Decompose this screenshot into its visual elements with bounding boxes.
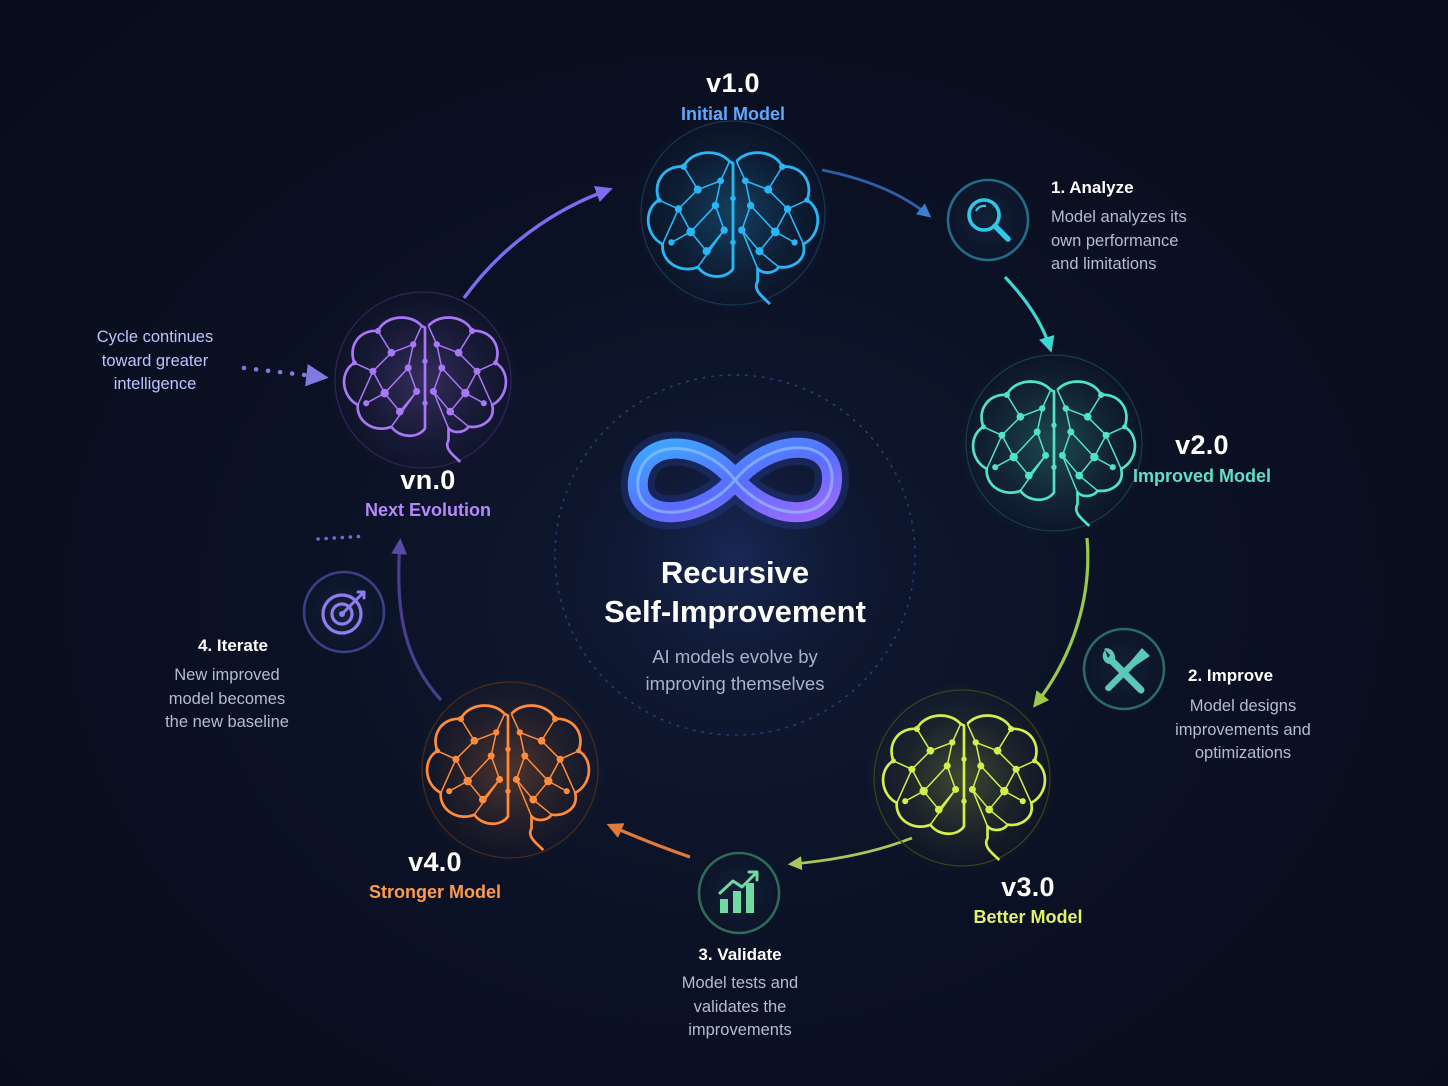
step-improve-line: optimizations xyxy=(1194,744,1292,762)
step-improve-line: Model designs xyxy=(1189,697,1297,715)
step-validate-description: Model tests and validates the improvemen… xyxy=(650,972,830,1043)
v4-glow xyxy=(414,674,606,866)
v1-label: Initial Model xyxy=(680,104,785,124)
arrow-v1-to-analyze xyxy=(821,168,932,218)
wrench-screwdriver-icon xyxy=(1082,627,1166,711)
magnifier-icon xyxy=(946,178,1030,262)
v3-label: Better Model xyxy=(973,907,1083,927)
step-analyze-line: and limitations xyxy=(1051,255,1157,273)
vn-label: Next Evolution xyxy=(364,500,491,520)
v4-label: Stronger Model xyxy=(368,882,501,902)
step-analyze-line: own performance xyxy=(1051,231,1179,250)
center-title-line1: Recursive xyxy=(660,555,810,590)
arrow-v4-to-vn xyxy=(391,538,443,702)
center-subtitle-line1: AI models evolve by xyxy=(652,646,818,667)
growth-chart-icon xyxy=(697,851,781,935)
center-subtitle: AI models evolve by improving themselves xyxy=(585,643,885,697)
infinity-icon xyxy=(620,430,849,530)
v3-version: v3.0 xyxy=(1001,872,1055,902)
step-improve-description: Model designs improvements and optimizat… xyxy=(1153,695,1333,766)
step-iterate-title: 4. Iterate xyxy=(198,636,268,655)
step-analyze-description: Model analyzes its own performance and l… xyxy=(1051,206,1251,277)
step-iterate-description: New improved model becomes the new basel… xyxy=(143,664,311,735)
v2-version: v2.0 xyxy=(1175,430,1229,460)
center-subtitle-line2: improving themselves xyxy=(645,673,825,694)
cycle-note-line: Cycle continues xyxy=(96,328,214,346)
step-validate-line: improvements xyxy=(688,1021,792,1039)
step-validate-line: Model tests and xyxy=(681,974,799,992)
step-iterate-line: New improved xyxy=(174,666,280,684)
cycle-note-line: toward greater xyxy=(101,351,209,370)
vn-glow xyxy=(327,284,519,476)
arrow-validate-to-v4 xyxy=(606,823,691,859)
step-iterate-line: model becomes xyxy=(168,689,286,708)
step-improve-title: 2. Improve xyxy=(1188,666,1274,685)
dots-iterate-trail xyxy=(316,534,368,541)
step-iterate-line: the new baseline xyxy=(165,713,289,731)
arrow-vn-to-v1 xyxy=(462,186,613,299)
arrow-analyze-to-v2 xyxy=(1003,275,1055,353)
target-icon xyxy=(302,570,386,654)
step-analyze-title: 1. Analyze xyxy=(1051,178,1134,197)
v1-version: v1.0 xyxy=(706,68,760,98)
step-validate-title: 3. Validate xyxy=(698,945,782,964)
center-dotted-ring xyxy=(554,374,916,736)
center-title: Recursive Self-Improvement xyxy=(560,553,910,631)
cycle-note-line: intelligence xyxy=(113,375,197,393)
step-analyze-line: Model analyzes its xyxy=(1051,208,1187,226)
v4-version: v4.0 xyxy=(408,847,462,877)
center-title-line2: Self-Improvement xyxy=(604,594,866,629)
arrow-v2-to-v3 xyxy=(1033,537,1090,708)
step-validate-line: validates the xyxy=(693,997,787,1016)
step-improve-line: improvements and xyxy=(1175,720,1311,739)
cycle-continues-note: Cycle continues toward greater intellige… xyxy=(75,326,235,397)
v3-glow xyxy=(866,682,1058,874)
arrow-cycle-continues xyxy=(241,364,329,387)
v2-label: Improved Model xyxy=(1132,466,1271,486)
vn-version: vn.0 xyxy=(400,465,456,495)
